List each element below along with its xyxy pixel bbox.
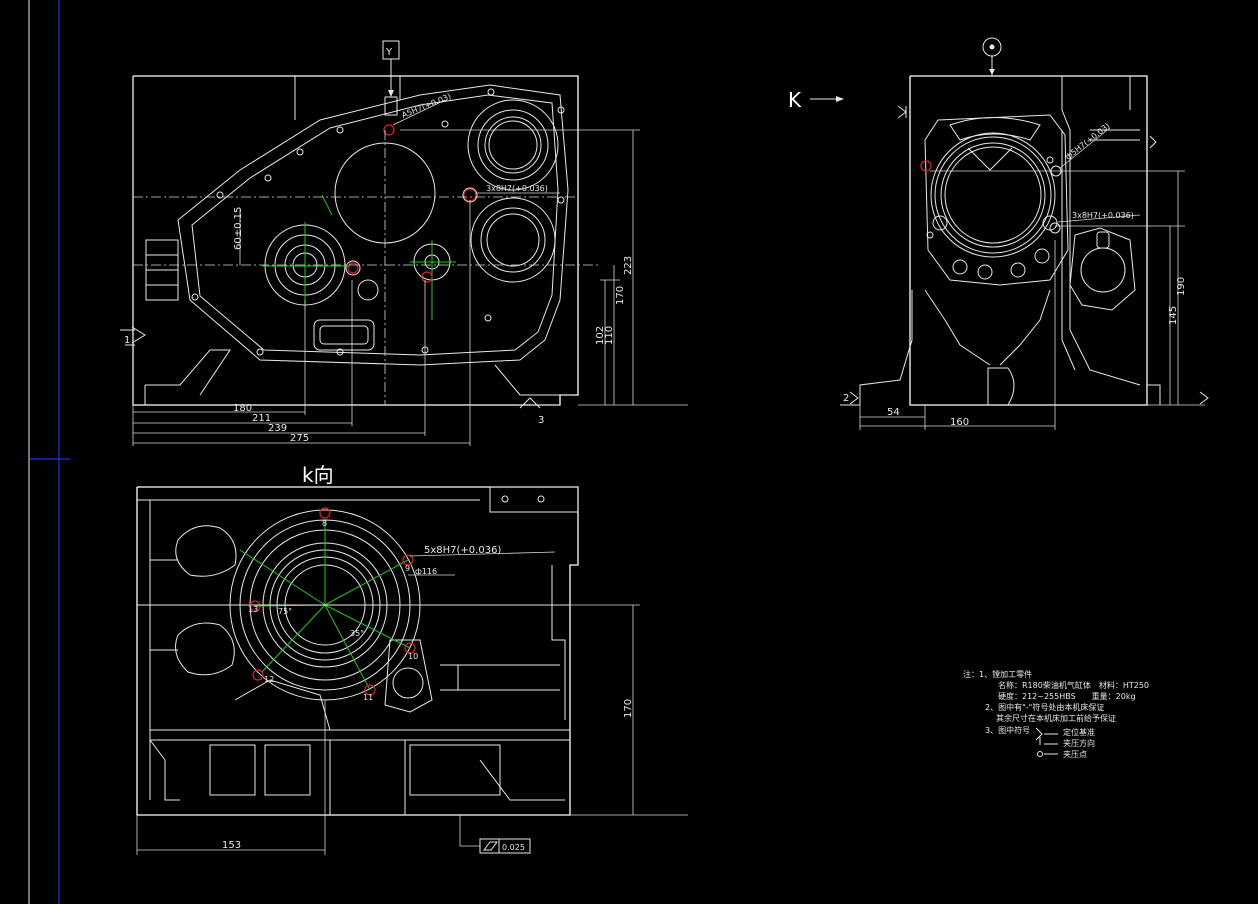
note-symbol-3: 夹压点 [1063,749,1087,759]
note-line-1: 注：1、镗加工零件 [963,669,1032,679]
callout-hole-mid: 3x8H7(+0.036) [486,184,548,193]
note-line-3: 硬度：212~255HBS 重量：20kg [998,691,1136,701]
marker-3: 3 [538,415,544,426]
callout-side-hole-a: ф5H7(+0.03) [1064,121,1112,161]
note-symbol-1: 定位基准 [1063,727,1095,737]
marker-2: 2 [843,393,849,404]
callout-k-angle1: 75° [278,607,292,616]
dim-k-170: 170 [623,699,634,718]
view-label-k: K [788,88,802,112]
note-line-6: 3、图中符号 [985,725,1030,735]
dim-145: 145 [1168,306,1179,325]
dim-223: 223 [623,256,634,275]
drawing-frame [28,0,70,904]
dim-239: 239 [268,423,287,434]
dim-102: 102 [595,326,606,345]
front-view: Y 180 211 239 275 223 170 110 102 [120,40,688,446]
marker-1: 1 [124,335,130,346]
note-symbol-2: 夹压方向 [1063,738,1095,748]
k-view-title: k向 [302,463,334,487]
dim-211: 211 [252,413,271,424]
dim-60: 60±0.15 [233,207,244,250]
dim-275: 275 [290,433,309,444]
note-line-4: 2、图中有"-"符号处由本机床保证 [985,702,1104,712]
callout-hole-top: A5H7(+0.03) [400,92,452,120]
dim-k-153: 153 [222,840,241,851]
dim-170: 170 [615,286,626,305]
dim-54: 54 [887,407,900,418]
hole-num-10: 10 [408,652,418,661]
callout-side-hole-b: 3x8H7(+0.036) [1072,211,1134,220]
note-line-5: 其余尺寸在本机床加工前给予保证 [996,713,1116,723]
dim-190: 190 [1176,277,1187,296]
technical-notes: 注：1、镗加工零件 名称：R180柴油机气缸体 材料：HT250 硬度：212~… [963,669,1149,759]
hole-num-11: 11 [363,693,373,702]
note-line-2: 名称：R180柴油机气缸体 材料：HT250 [998,680,1149,690]
dim-160: 160 [950,417,969,428]
hole-num-9: 9 [405,564,410,573]
hole-num-12: 12 [264,675,274,684]
view-marker-y: Y [385,47,393,58]
side-view: 145 190 54 160 ф5H7(+0.03) 3x8H7(+0.036)… [788,37,1209,430]
hole-num-8: 8 [322,519,327,528]
callout-k-dia: ф116 [415,567,437,576]
hole-num-13: 13 [248,605,258,614]
callout-k-angle2: 35° [350,629,364,638]
dim-110: 110 [604,326,615,345]
flatness-value: 0.025 [502,843,525,852]
dim-180: 180 [233,403,252,414]
callout-k-holes: 5x8H7(+0.036) [424,545,501,556]
k-view: k向 8 [136,463,688,855]
